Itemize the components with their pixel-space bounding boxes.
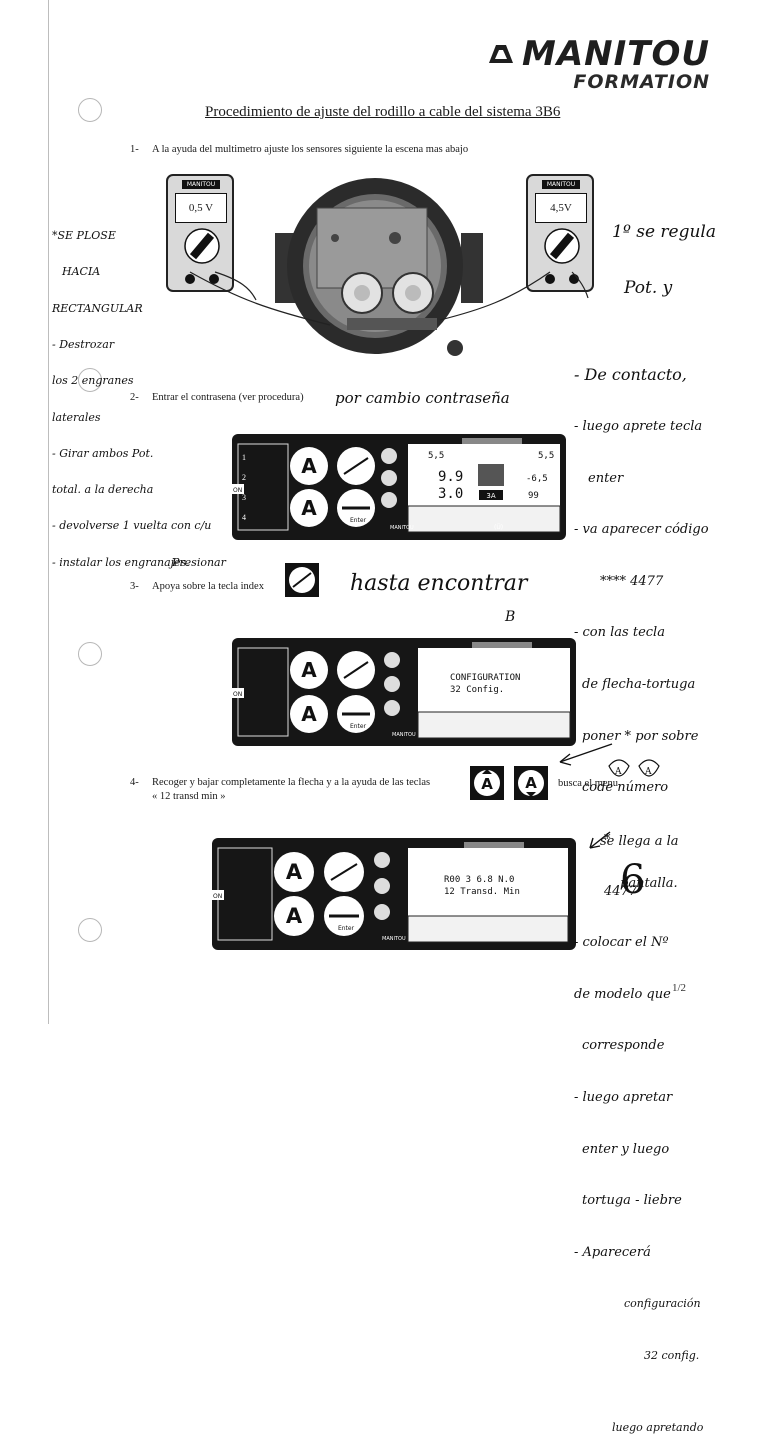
raise-arrow-key <box>290 447 328 485</box>
handwritten-note: Presionar <box>172 556 226 569</box>
svg-text:Enter: Enter <box>350 517 367 524</box>
step-1: 1-A la ayuda del multimetro ajuste los s… <box>130 144 469 155</box>
step-2: 2-Entrar el contrasena (ver procedura) <box>130 392 304 403</box>
panel-3-line-2: 12 Transd. Min <box>444 887 520 897</box>
dial-icon <box>184 228 220 284</box>
svg-text:A: A <box>301 702 317 726</box>
manitou-emblem-icon <box>489 45 514 63</box>
multimeter-left: MANITOU 0,5 V <box>166 174 234 292</box>
dial-icon <box>544 228 580 284</box>
handwritten-note-left: *SE PLOSE HACIA RECTANGULAR - Destrozar … <box>52 229 212 569</box>
panel-2-line-2: 32 Config. <box>450 685 504 695</box>
svg-text:A: A <box>614 767 622 777</box>
control-panel-2: ON A A Enter CONFIGURATION 32 Config. MA… <box>232 638 576 746</box>
svg-text:4: 4 <box>242 513 246 522</box>
panel-on-label: ON <box>233 487 242 494</box>
handwritten-arrow-icons <box>559 743 613 849</box>
svg-text:ON: ON <box>233 691 242 698</box>
control-panel-3: ON A A Enter R00 3 6.8 N.0 12 Transd. Mi… <box>212 838 576 950</box>
handwritten-mark: B <box>505 609 516 625</box>
svg-text:A: A <box>525 774 537 792</box>
punch-hole <box>78 918 102 942</box>
svg-text:A: A <box>286 860 303 884</box>
svg-text:3A: 3A <box>486 492 495 500</box>
punch-hole <box>78 98 102 122</box>
svg-text:A: A <box>481 775 493 793</box>
svg-text:99: 99 <box>528 491 539 501</box>
step-4: 4-Recoger y bajar completamente la flech… <box>130 777 431 802</box>
punch-hole <box>78 642 102 666</box>
svg-text:A: A <box>286 904 303 928</box>
handwritten-page-mark: 6 <box>620 857 646 903</box>
panel-2-line-1: CONFIGURATION <box>450 673 520 683</box>
raise-key-icon: A <box>470 766 504 800</box>
control-panel-1: 1 2 3 4 ON A A Enter 5,5 5,5 9.9 -6,5 3.0 9… <box>232 434 566 540</box>
svg-text:MANITOU: MANITOU <box>390 525 414 531</box>
svg-text:A: A <box>301 496 317 520</box>
handwritten-key-sketch-icon: A A <box>608 759 660 777</box>
svg-text:-6,5: -6,5 <box>526 474 548 484</box>
multimeter-right: MANITOU 4,5V <box>526 174 594 292</box>
margin-line <box>48 0 49 1024</box>
svg-text:9.9: 9.9 <box>438 469 463 485</box>
handwritten-note: por cambio contraseña <box>335 389 510 407</box>
svg-text:MANITOU: MANITOU <box>392 732 416 738</box>
svg-text:(Ü): (Ü) <box>494 524 503 531</box>
svg-text:5,5: 5,5 <box>428 451 444 461</box>
index-key-icon <box>285 563 319 597</box>
panel-3-line-1: R00 3 6.8 N.0 <box>444 875 514 885</box>
handwritten-note: hasta encontrar <box>350 571 528 596</box>
logo-brand: MANITOU <box>522 34 710 74</box>
svg-text:3: 3 <box>242 493 246 502</box>
page-title: Procedimiento de ajuste del rodillo a ca… <box>205 104 561 120</box>
svg-text:A: A <box>301 454 317 478</box>
lower-key-icon: A <box>514 766 548 800</box>
logo-subtitle: FORMATION <box>573 71 710 93</box>
svg-text:A: A <box>301 658 317 682</box>
handwritten-note-top-right: 1º se regula Pot. y <box>612 222 716 299</box>
svg-text:ON: ON <box>213 893 222 900</box>
svg-text:2: 2 <box>242 473 246 482</box>
probe-wires <box>189 271 589 326</box>
page-number: 1/2 <box>672 982 687 994</box>
svg-text:5,5: 5,5 <box>538 451 554 461</box>
punch-hole <box>78 368 102 392</box>
svg-text:3.0: 3.0 <box>438 486 463 502</box>
svg-text:MANITOU: MANITOU <box>382 936 406 942</box>
manitou-logo: MANITOU FORMATION <box>486 36 710 92</box>
sensor-unit-photo <box>275 178 483 356</box>
handwritten-note: se llega a la pantalla. <box>600 833 679 892</box>
lower-arrow-key <box>290 489 328 527</box>
svg-text:A: A <box>644 767 652 777</box>
svg-text:1: 1 <box>242 453 246 462</box>
multimeter-left-display: 0,5 V <box>175 193 227 223</box>
step-4-suffix: busca el menu <box>558 778 619 789</box>
svg-text:Enter: Enter <box>338 925 355 932</box>
svg-text:Enter: Enter <box>350 723 367 730</box>
step-3: 3-Apoya sobre la tecla index <box>130 581 264 592</box>
multimeter-right-display: 4,5V <box>535 193 587 223</box>
